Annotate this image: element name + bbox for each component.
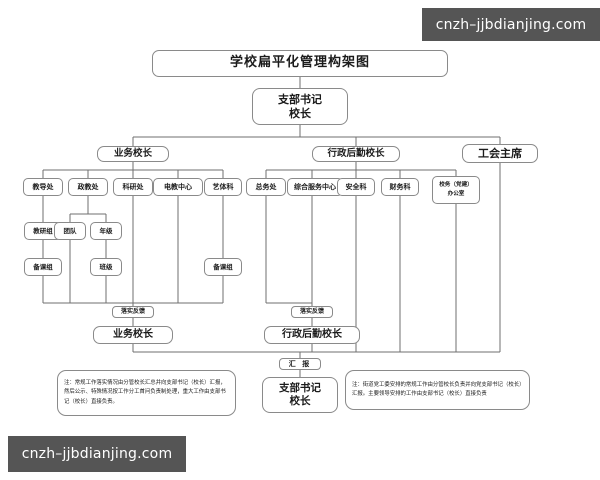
- note-right-text: 注：街道党工委安排的常规工作由分管校长负责并向党支部书记（校长）汇报。主要领导安…: [352, 381, 522, 397]
- feedback-label: 落实反馈: [120, 308, 145, 316]
- node-dept-yitike: 艺体科: [204, 178, 242, 196]
- dept-label: 电教中心: [164, 182, 192, 191]
- dept-label: 科研处: [122, 182, 144, 191]
- dept-label: 艺体科: [212, 182, 234, 191]
- watermark-top-text: cnzh–jjbdianjing.com: [435, 16, 587, 33]
- union-chair-label: 工会主席: [478, 146, 522, 160]
- sub-label: 团队: [63, 226, 77, 235]
- node-dept-keyanchu: 科研处: [113, 178, 153, 196]
- watermark-bottom-text: cnzh–jjbdianjing.com: [21, 446, 173, 462]
- node-feedback-admin: 落实反馈: [291, 306, 333, 318]
- node-dept-zhengjiaochu: 政教处: [68, 178, 108, 196]
- node-dept-jiaodaochu: 教导处: [23, 178, 63, 196]
- top-leader-line1: 支部书记: [278, 92, 322, 106]
- sub-label: 年级: [99, 226, 113, 235]
- node-sub-beikezu-right: 备课组: [204, 258, 242, 276]
- dept-label: 政教处: [77, 182, 99, 191]
- node-dept-party-office: 校务（党建） 办公室: [432, 176, 480, 204]
- party-office-line2: 办公室: [447, 191, 465, 197]
- report-label: 汇 报: [288, 359, 312, 368]
- node-sub-jiaoyanzu: 教研组: [24, 222, 62, 240]
- node-sub-tuandui: 团队: [54, 222, 86, 240]
- node-vp-admin: 行政后勤校长: [312, 146, 400, 162]
- dept-label: 总务处: [255, 182, 277, 191]
- node-feedback-academic: 落实反馈: [112, 306, 154, 318]
- dept-label: 财务科: [389, 182, 411, 191]
- node-dept-caiwuke: 财务科: [381, 178, 419, 196]
- footer-vp-academic-label: 业务校长: [113, 328, 153, 340]
- node-sub-beikezu-left: 备课组: [24, 258, 62, 276]
- dept-label: 安全科: [345, 182, 367, 191]
- node-top-leader: 支部书记 校长: [252, 88, 348, 125]
- dept-label: 综合服务中心: [294, 182, 336, 191]
- note-right: 注：街道党工委安排的常规工作由分管校长负责并向党支部书记（校长）汇报。主要领导安…: [345, 370, 530, 410]
- sub-label: 班级: [99, 262, 113, 271]
- note-left-text: 注：常规工作落实情况由分管校长汇总并向支部书记（校长）汇报，然后公示、特殊情况按…: [64, 379, 226, 405]
- party-office-line1: 校务（党建）: [439, 182, 473, 189]
- node-sub-banji: 班级: [90, 258, 122, 276]
- node-dept-zonghefuwuzhongxin: 综合服务中心: [287, 178, 343, 196]
- vp-admin-label: 行政后勤校长: [327, 148, 385, 160]
- watermark-top-right: cnzh–jjbdianjing.com: [422, 8, 600, 41]
- node-vp-academic: 业务校长: [97, 146, 169, 162]
- node-sub-nianji: 年级: [90, 222, 122, 240]
- node-footer-vp-academic: 业务校长: [93, 326, 173, 344]
- sub-label: 备课组: [33, 262, 53, 271]
- bottom-leader-line1: 支部书记: [279, 381, 321, 394]
- node-footer-vp-admin: 行政后勤校长: [264, 326, 360, 344]
- node-dept-dianjiaozhongxin: 电教中心: [153, 178, 203, 196]
- watermark-bottom-left: cnzh–jjbdianjing.com: [8, 436, 186, 472]
- feedback-label: 落实反馈: [299, 308, 324, 316]
- dept-label: 教导处: [32, 182, 54, 191]
- note-left: 注：常规工作落实情况由分管校长汇总并向支部书记（校长）汇报，然后公示、特殊情况按…: [57, 370, 236, 416]
- bottom-leader-line2: 校长: [289, 395, 311, 407]
- node-report-label: 汇 报: [279, 358, 321, 370]
- chart-title-box: 学校扁平化管理构架图: [152, 50, 448, 77]
- node-bottom-leader: 支部书记 校长: [262, 377, 338, 413]
- footer-vp-admin-label: 行政后勤校长: [282, 328, 342, 340]
- sub-label: 备课组: [213, 262, 233, 271]
- node-union-chair: 工会主席: [462, 144, 538, 163]
- node-dept-zongwuchu: 总务处: [246, 178, 286, 196]
- vp-academic-label: 业务校长: [113, 148, 152, 160]
- page-title: 学校扁平化管理构架图: [229, 55, 370, 71]
- top-leader-line2: 校长: [289, 106, 311, 120]
- node-dept-anquanke: 安全科: [337, 178, 375, 196]
- sub-label: 教研组: [33, 226, 53, 235]
